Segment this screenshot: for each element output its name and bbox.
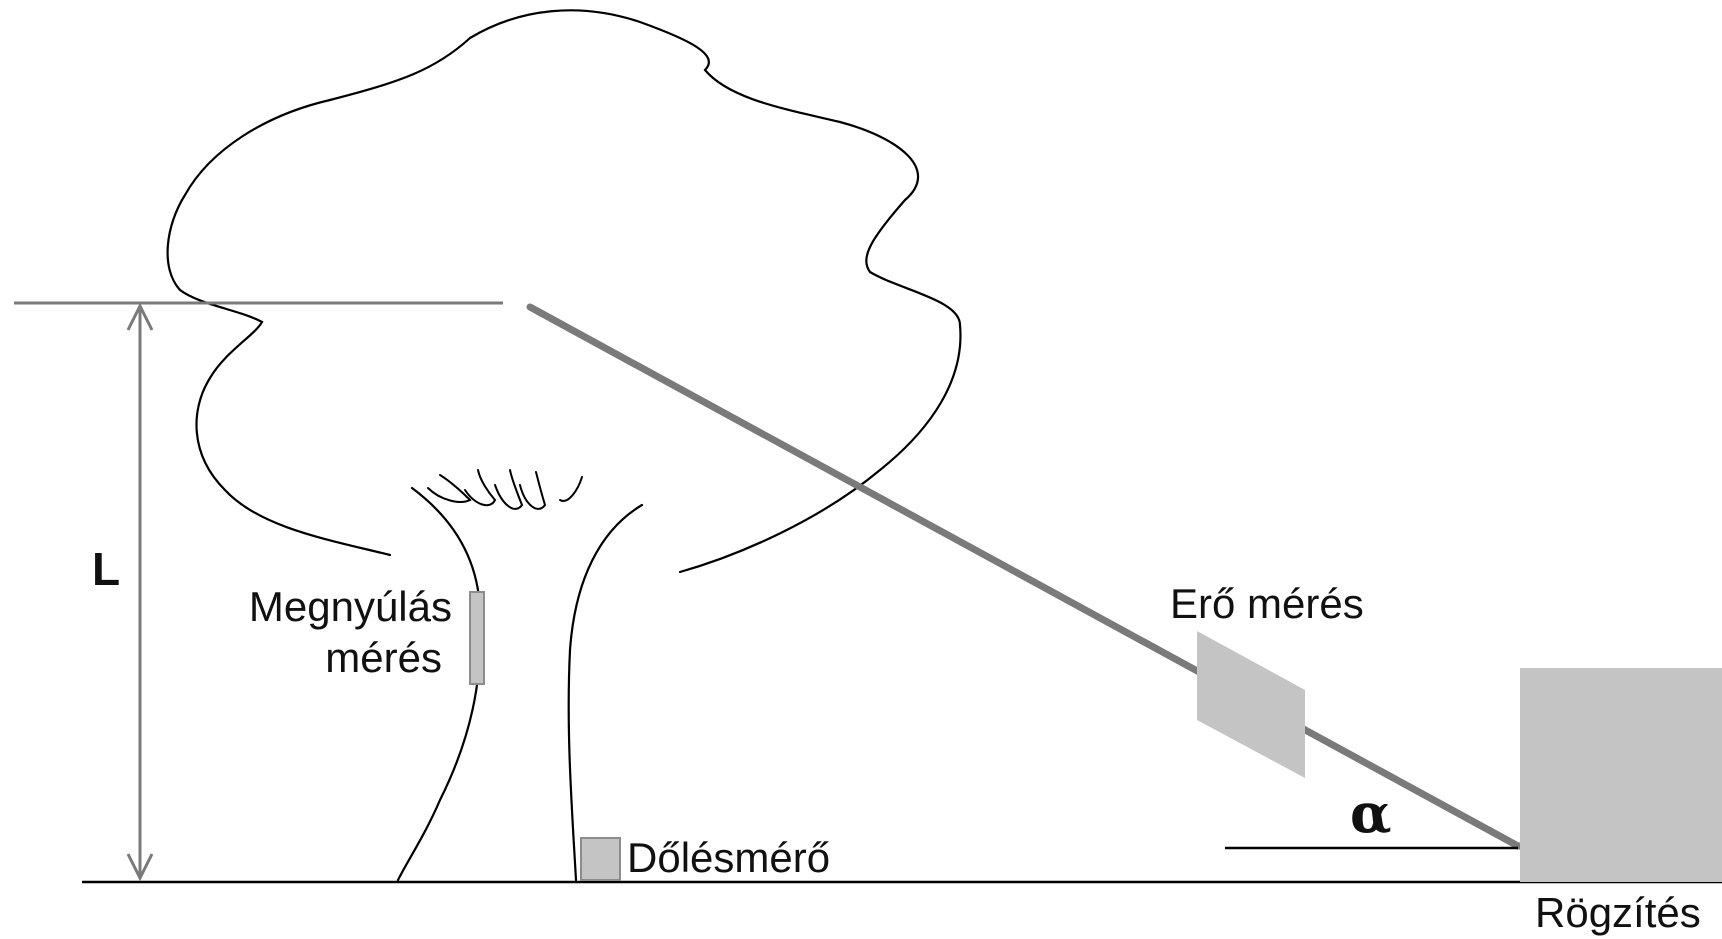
dimension-arrow-top [126,302,154,331]
extension-sensor [469,591,485,685]
dimension-arrow-bottom [126,853,154,882]
force-sensor [1197,631,1305,778]
force-measurement-label: Erő mérés [1170,580,1364,627]
extension-label-line2: mérés [325,634,442,681]
tree-trunk-left [396,486,482,882]
tree-crown-outline [166,9,962,574]
extension-label-line1: Megnyúlás [249,583,452,630]
pulling-cable [526,303,1522,850]
angle-label: α [1350,781,1392,845]
inclinometer-sensor [580,837,621,881]
anchor-block [1520,668,1722,882]
inclinometer-label: Dőlésmérő [627,834,830,881]
tree-trunk-right [567,503,644,882]
tree-branches [427,469,583,510]
anchoring-label: Rögzítés [1535,889,1701,936]
length-label: L [92,543,120,595]
